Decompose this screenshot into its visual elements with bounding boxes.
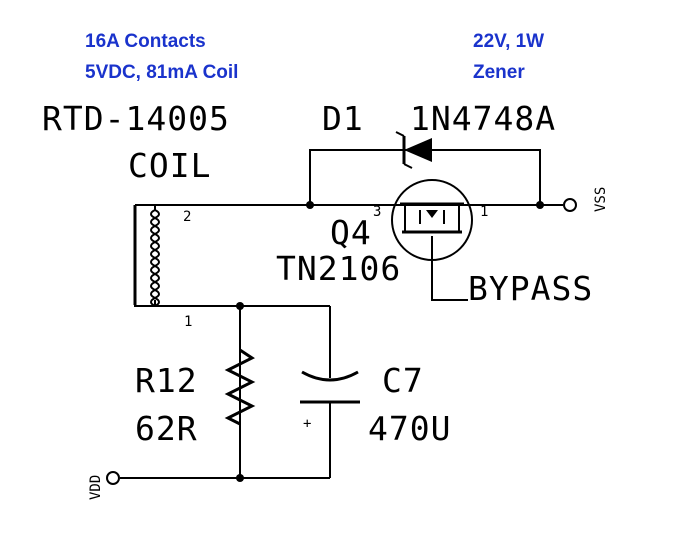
note-zener-rating: 22V, 1W bbox=[473, 31, 544, 52]
note-contacts: 16A Contacts bbox=[85, 31, 206, 52]
resistor-value-label: 62R bbox=[135, 409, 198, 448]
zener-diode-symbol bbox=[395, 131, 432, 169]
mosfet-pin-3: 3 bbox=[373, 204, 381, 220]
mosfet-pin-1: 1 bbox=[480, 204, 488, 220]
relay-part-label: RTD-14005 bbox=[42, 99, 230, 138]
junction-dot bbox=[306, 201, 314, 209]
note-coil-spec: 5VDC, 81mA Coil bbox=[85, 62, 238, 83]
diode-part-label: 1N4748A bbox=[410, 99, 556, 138]
capacitor-symbol: + bbox=[300, 370, 360, 432]
mosfet-bypass-label: BYPASS bbox=[468, 269, 593, 308]
relay-coil-label: COIL bbox=[128, 146, 211, 185]
mosfet-symbol bbox=[391, 179, 473, 261]
relay-pin-2: 2 bbox=[183, 209, 191, 225]
capacitor-value-label: 470U bbox=[368, 409, 451, 448]
net-vdd-label: VDD bbox=[88, 475, 104, 500]
capacitor-ref-label: C7 bbox=[382, 361, 424, 400]
relay-coil-symbol bbox=[133, 204, 160, 307]
capacitor-polarity: + bbox=[303, 416, 311, 432]
note-zener-type: Zener bbox=[473, 62, 525, 83]
diode-ref-label: D1 bbox=[322, 99, 364, 138]
net-vss-label: VSS bbox=[593, 187, 609, 212]
junction-dot bbox=[536, 201, 544, 209]
vss-terminal bbox=[563, 198, 577, 212]
resistor-ref-label: R12 bbox=[135, 361, 198, 400]
vdd-terminal bbox=[106, 471, 120, 485]
relay-pin-1: 1 bbox=[184, 314, 192, 330]
mosfet-part-label: TN2106 bbox=[276, 249, 401, 288]
mosfet-ref-label: Q4 bbox=[330, 213, 372, 252]
resistor-symbol bbox=[224, 306, 256, 478]
